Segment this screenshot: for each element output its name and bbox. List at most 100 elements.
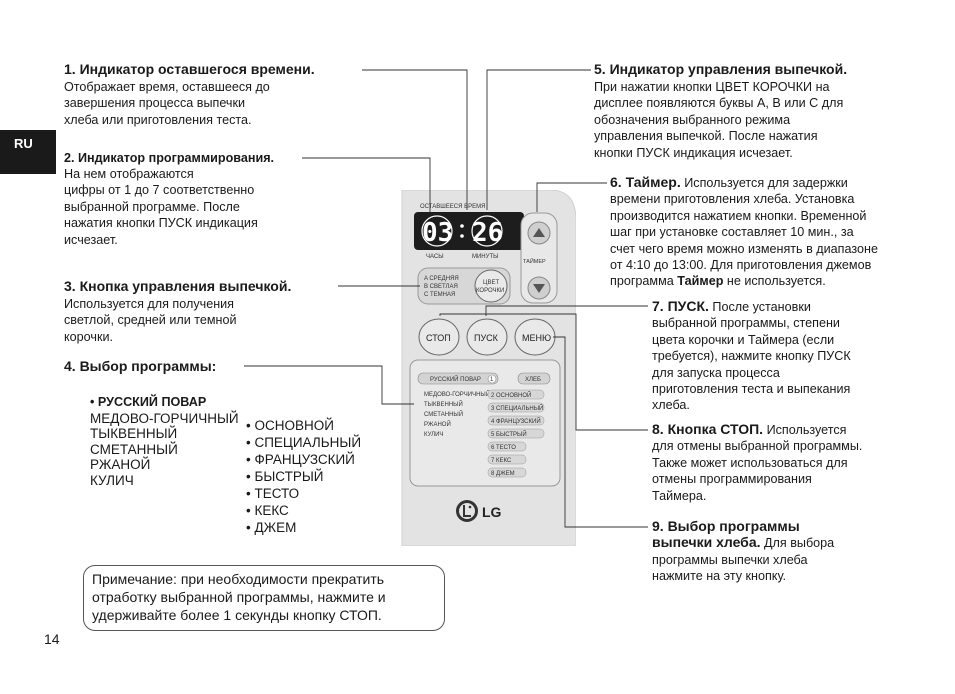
item-1-line: завершения процесса выпечки	[64, 96, 246, 111]
menu-item: РЖАНОЙ	[424, 420, 451, 428]
page-number: 14	[44, 631, 60, 647]
list-item: • ТЕСТО	[246, 486, 300, 501]
item-8-line: Используется	[763, 423, 847, 437]
russian-cook-heading: • РУССКИЙ ПОВАР	[90, 395, 207, 409]
language-tab: RU	[0, 130, 56, 174]
menu-item: 6 ТЕСТО	[491, 445, 516, 451]
item-5-title: 5. Индикатор управления выпечкой.	[594, 61, 848, 77]
item-2-line: исчезает.	[64, 232, 118, 247]
item-6: 6. Таймер. Используется для задержки вре…	[610, 174, 878, 290]
item-5-line: управления выпечкой. После нажатия	[594, 129, 818, 144]
menu-item: 4 ФРАНЦУЗСКИЙ	[491, 417, 541, 425]
item-6-line: шаг при установке составляет 10 мин., за	[610, 225, 854, 240]
item-7-line: требуется), нажмите кнопку ПУСК	[652, 349, 851, 364]
list-item: МЕДОВО-ГОРЧИЧНЫЙ	[90, 410, 239, 426]
note-line: Примечание: при необходимости прекратить	[92, 571, 385, 587]
list-item: • ФРАНЦУЗСКИЙ	[246, 452, 355, 467]
item-4-title: 4. Выбор программы:	[64, 358, 217, 374]
list-item: КУЛИЧ	[90, 472, 134, 488]
item-6-line: Используется для задержки	[680, 176, 848, 190]
item-7-title: 7. ПУСК.	[652, 298, 709, 314]
crust-button-label: КОРОЧКИ	[476, 288, 504, 294]
list-item: • БЫСТРЫЙ	[246, 469, 324, 484]
item-2-line: выбранной программе. После	[64, 199, 240, 214]
item-2-line: нажатия кнопки ПУСК индикация	[64, 216, 258, 231]
item-8-line: Также может использоваться для	[652, 455, 848, 470]
item-8-title: 8. Кнопка СТОП.	[652, 421, 764, 437]
item-6-line: производится нажатием кнопки. Временной	[610, 208, 867, 223]
item-7-line: приготовления теста и выпекания	[652, 382, 851, 397]
item-8-line: для отмены выбранной программы.	[652, 439, 863, 454]
remaining-time-label: ОСТАВШЕЕСЯ ВРЕМЯ	[420, 204, 485, 210]
item-5-line: При нажатии кнопки ЦВЕТ КОРОЧКИ на	[594, 80, 830, 94]
item-7-line: для запуска процесса	[652, 365, 780, 380]
menu-button-label: МЕНЮ	[522, 333, 551, 343]
item-6-line: не используется.	[723, 274, 826, 289]
item-5: 5. Индикатор управления выпечкой. При на…	[594, 61, 847, 161]
item-9-line: нажмите на эту кнопку.	[652, 569, 786, 584]
item-2: 2. Индикатор программирования. На нем от…	[64, 151, 274, 248]
item-6-line: программа	[610, 274, 678, 289]
item-8-line: отмены программирования	[652, 472, 812, 487]
item-6-title: 6. Таймер.	[610, 174, 681, 190]
note-line: удерживайте более 1 секунды кнопку СТОП.	[92, 607, 382, 623]
minutes-label: МИНУТЫ	[472, 254, 498, 260]
menu-item: КУЛИЧ	[424, 432, 443, 438]
item-8-line: Таймера.	[652, 488, 707, 503]
list-item: ТЫКВЕННЫЙ	[90, 426, 178, 441]
menu-header: РУССКИЙ ПОВАР	[430, 375, 481, 383]
minutes-digits: 26	[472, 218, 503, 248]
item-9-title-2: выпечки хлеба.	[652, 534, 761, 551]
item-1-line: Отображает время, оставшееся до	[64, 80, 270, 94]
list-item: СМЕТАННЫЙ	[90, 441, 178, 457]
item-7-line: После установки	[708, 300, 811, 314]
item-5-line: обозначения выбранного режима	[594, 112, 791, 127]
lg-logo-text: LG	[482, 504, 502, 520]
menu-item: ТЫКВЕННЫЙ	[424, 400, 463, 408]
list-item: • ДЖЕМ	[246, 520, 297, 535]
crust-button-label: ЦВЕТ	[483, 280, 499, 286]
item-6-line: счет чего время можно изменять в диапазо…	[610, 241, 878, 256]
crust-option: B СВЕТЛАЯ	[424, 284, 458, 290]
minutes-ring	[471, 215, 503, 247]
time-display	[414, 212, 524, 250]
arrow-up-icon	[533, 228, 545, 237]
menu-bread-label: ХЛЕБ	[525, 377, 541, 383]
item-5-line: кнопки ПУСК индикация исчезает.	[594, 145, 793, 160]
menu-item: 5 БЫСТРЫЙ	[491, 430, 527, 438]
item-9: 9. Выбор программы выпечки хлеба. Для вы…	[652, 518, 834, 585]
item-5-line: дисплее появляются буквы A, B или C для	[594, 96, 844, 111]
crust-color-button[interactable]	[474, 269, 508, 303]
menu-item: 8 ДЖЕМ	[491, 471, 515, 477]
item-6-line: от 4:10 до 13:00. Для приготовления джем…	[610, 258, 872, 273]
item-7-line: хлеба.	[652, 398, 690, 413]
item-8: 8. Кнопка СТОП. Используется для отмены …	[652, 421, 862, 504]
list-item: • СПЕЦИАЛЬНЫЙ	[246, 435, 362, 450]
item-7-line: цвета корочки и Таймера (если	[652, 332, 835, 347]
list-item: РЖАНОЙ	[90, 457, 151, 472]
hours-ring	[421, 215, 453, 247]
item-2-line: На нем отображаются	[64, 167, 194, 181]
arrow-down-icon	[533, 284, 545, 293]
list-item: • КЕКС	[246, 503, 289, 518]
note-line: отработку выбранной программы, нажмите и	[92, 589, 386, 605]
item-2-title: 2. Индикатор программирования.	[64, 151, 275, 165]
programs-list: • ОСНОВНОЙ • СПЕЦИАЛЬНЫЙ • ФРАНЦУЗСКИЙ •…	[246, 417, 361, 536]
menu-item: 2 ОСНОВНОЙ	[491, 391, 531, 399]
item-9-line: Для выбора	[760, 536, 835, 551]
stop-button-label: СТОП	[426, 333, 451, 343]
crust-option: A СРЕДНЯЯ	[424, 276, 459, 282]
item-3-line: корочки.	[64, 329, 113, 344]
item-3-line: светлой, средней или темной	[64, 313, 237, 328]
item-6-bold: Таймер	[677, 274, 724, 289]
item-1: 1. Индикатор оставшегося времени. Отобра…	[64, 61, 315, 128]
crust-option: C ТЕМНАЯ	[424, 292, 455, 298]
menu-item: МЕДОВО-ГОРЧИЧНЫЙ	[424, 390, 490, 398]
item-2-line: цифры от 1 до 7 соответственно	[64, 183, 255, 198]
item-9-title: 9. Выбор программы	[652, 518, 800, 534]
colon-dot-top	[460, 224, 464, 228]
menu-item: СМЕТАННЫЙ	[424, 410, 463, 418]
timer-label: ТАЙМЕР	[523, 257, 546, 265]
item-1-line: хлеба или приготовления теста.	[64, 112, 252, 127]
hours-digits: 03	[422, 218, 453, 248]
